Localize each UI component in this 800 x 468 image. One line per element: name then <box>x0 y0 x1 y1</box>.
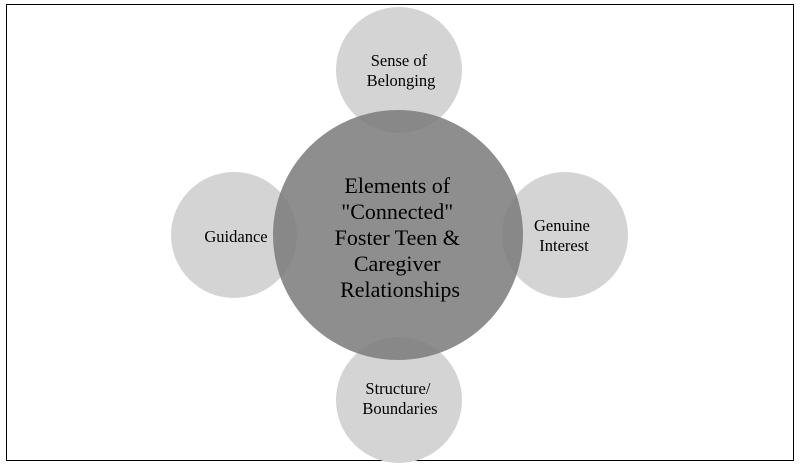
satellite-label-left: Guidance <box>204 227 267 246</box>
satellite-label-left-line-1: Guidance <box>204 227 267 246</box>
satellite-label-bottom: Structure/ Boundaries <box>362 379 437 418</box>
satellite-label-right: Genuine Interest <box>534 216 594 255</box>
satellite-label-bottom-line-1: Structure/ <box>365 379 430 398</box>
satellite-circle-bottom <box>336 337 462 463</box>
satellite-circle-top <box>336 7 462 133</box>
satellite-circle-right <box>502 172 628 298</box>
satellite-label-right-line-2: Interest <box>539 236 589 255</box>
center-circle <box>273 110 523 360</box>
center-label: Elements of "Connected" Foster Teen & Ca… <box>335 173 466 302</box>
satellite-label-top-line-1: Sense of <box>371 51 428 70</box>
satellite-circle-left <box>171 172 297 298</box>
center-label-line-4: Caregiver <box>354 251 441 276</box>
center-label-line-2: "Connected" <box>341 199 453 224</box>
center-label-line-1: Elements of <box>344 173 450 198</box>
satellite-label-top-line-2: Belonging <box>367 71 436 90</box>
satellite-label-bottom-line-2: Boundaries <box>362 399 437 418</box>
center-label-line-5: Relationships <box>340 277 460 302</box>
satellite-label-right-line-1: Genuine <box>534 216 590 235</box>
satellite-label-top: Sense of Belonging <box>367 51 436 90</box>
center-label-line-3: Foster Teen & <box>335 225 460 250</box>
